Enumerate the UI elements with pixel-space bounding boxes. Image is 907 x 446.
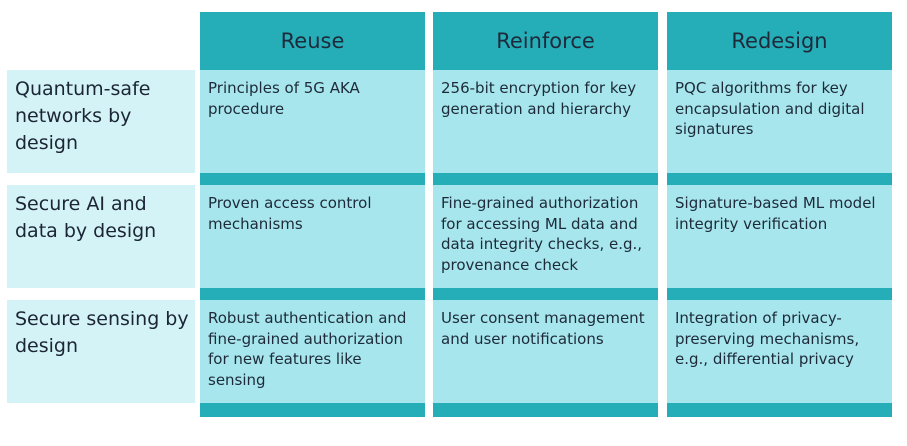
column-header-redesign: Redesign [667,12,892,70]
column-header-reuse: Reuse [200,12,425,70]
bottom-band [200,403,425,417]
column-header-reinforce: Reinforce [433,12,658,70]
row-label-secure-sensing: Secure sensing by design [7,300,195,403]
cell-quantum-reinforce: 256-bit encryption for key generation an… [433,70,658,173]
separator-band [433,173,658,185]
cell-ai-reuse: Proven access control mechanisms [200,185,425,288]
row-label-quantum-safe: Quantum-safe networks by design [7,70,195,173]
separator-band [200,288,425,300]
bottom-band [433,403,658,417]
separator-band [667,288,892,300]
bottom-band [667,403,892,417]
cell-ai-reinforce: Fine-grained authorization for accessing… [433,185,658,288]
separator-band [667,173,892,185]
cell-sensing-reuse: Robust authentication and fine-grained a… [200,300,425,403]
separator-band [433,288,658,300]
cell-sensing-reinforce: User consent management and user notific… [433,300,658,403]
cell-sensing-redesign: Integration of privacy-preserving mechan… [667,300,892,403]
separator-band [200,173,425,185]
cell-quantum-redesign: PQC algorithms for key encapsulation and… [667,70,892,173]
cell-quantum-reuse: Principles of 5G AKA procedure [200,70,425,173]
row-label-secure-ai: Secure AI and data by design [7,185,195,288]
cell-ai-redesign: Signature-based ML model integrity verif… [667,185,892,288]
